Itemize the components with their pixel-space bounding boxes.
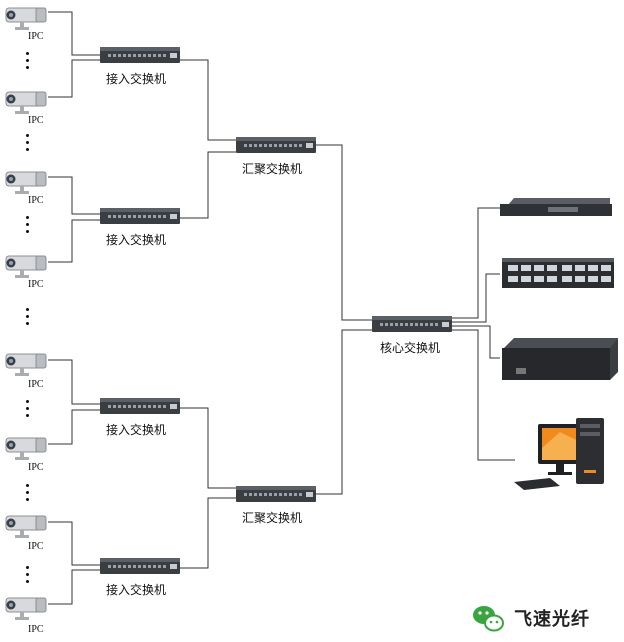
ip-camera-icon (5, 255, 47, 279)
ip-camera-icon (5, 597, 47, 621)
ip-camera-icon (5, 7, 47, 31)
access-switch-label: 接入交换机 (106, 423, 167, 437)
ellipsis-dots (26, 134, 30, 155)
access-switch-label: 接入交换机 (106, 233, 167, 247)
ipc-label: IPC (28, 379, 44, 390)
core-switch-icon (372, 316, 452, 332)
desktop-computer-icon (514, 418, 604, 490)
ipc-label: IPC (28, 541, 44, 552)
aggregation-switch-icon (236, 137, 316, 153)
ellipsis-dots (26, 400, 30, 421)
access-switch-icon (100, 208, 180, 224)
brand: 飞速光纤 (470, 600, 590, 636)
ipc-label: IPC (28, 279, 44, 290)
storage-array-icon (502, 258, 614, 288)
ip-camera-icon (5, 515, 47, 539)
ellipsis-dots (26, 308, 30, 329)
core-switch-label: 核心交换机 (380, 341, 441, 355)
ellipsis-dots (26, 52, 30, 73)
ellipsis-dots (26, 216, 30, 237)
ip-camera-icon (5, 91, 47, 115)
ip-camera-icon (5, 437, 47, 461)
ipc-label: IPC (28, 624, 44, 635)
ipc-label: IPC (28, 115, 44, 126)
ipc-label: IPC (28, 462, 44, 473)
rack-server-icon (500, 198, 612, 216)
ip-camera-icon (5, 353, 47, 377)
ipc-label: IPC (28, 31, 44, 42)
wechat-icon (473, 606, 504, 632)
brand-text: 飞速光纤 (514, 609, 590, 630)
access-switch-icon (100, 398, 180, 414)
aggregation-switch-label: 汇聚交换机 (242, 162, 303, 176)
ip-camera-icon (5, 171, 47, 195)
ellipsis-dots (26, 484, 30, 505)
ipc-label: IPC (28, 195, 44, 206)
access-switch-label: 接入交换机 (106, 583, 167, 597)
access-switch-label: 接入交换机 (106, 72, 167, 86)
ellipsis-dots (26, 566, 30, 587)
nvr-server-icon (502, 338, 618, 380)
aggregation-switch-label: 汇聚交换机 (242, 511, 303, 525)
access-switch-icon (100, 558, 180, 574)
access-switch-icon (100, 47, 180, 63)
connection-lines (48, 11, 515, 605)
aggregation-switch-icon (236, 486, 316, 502)
